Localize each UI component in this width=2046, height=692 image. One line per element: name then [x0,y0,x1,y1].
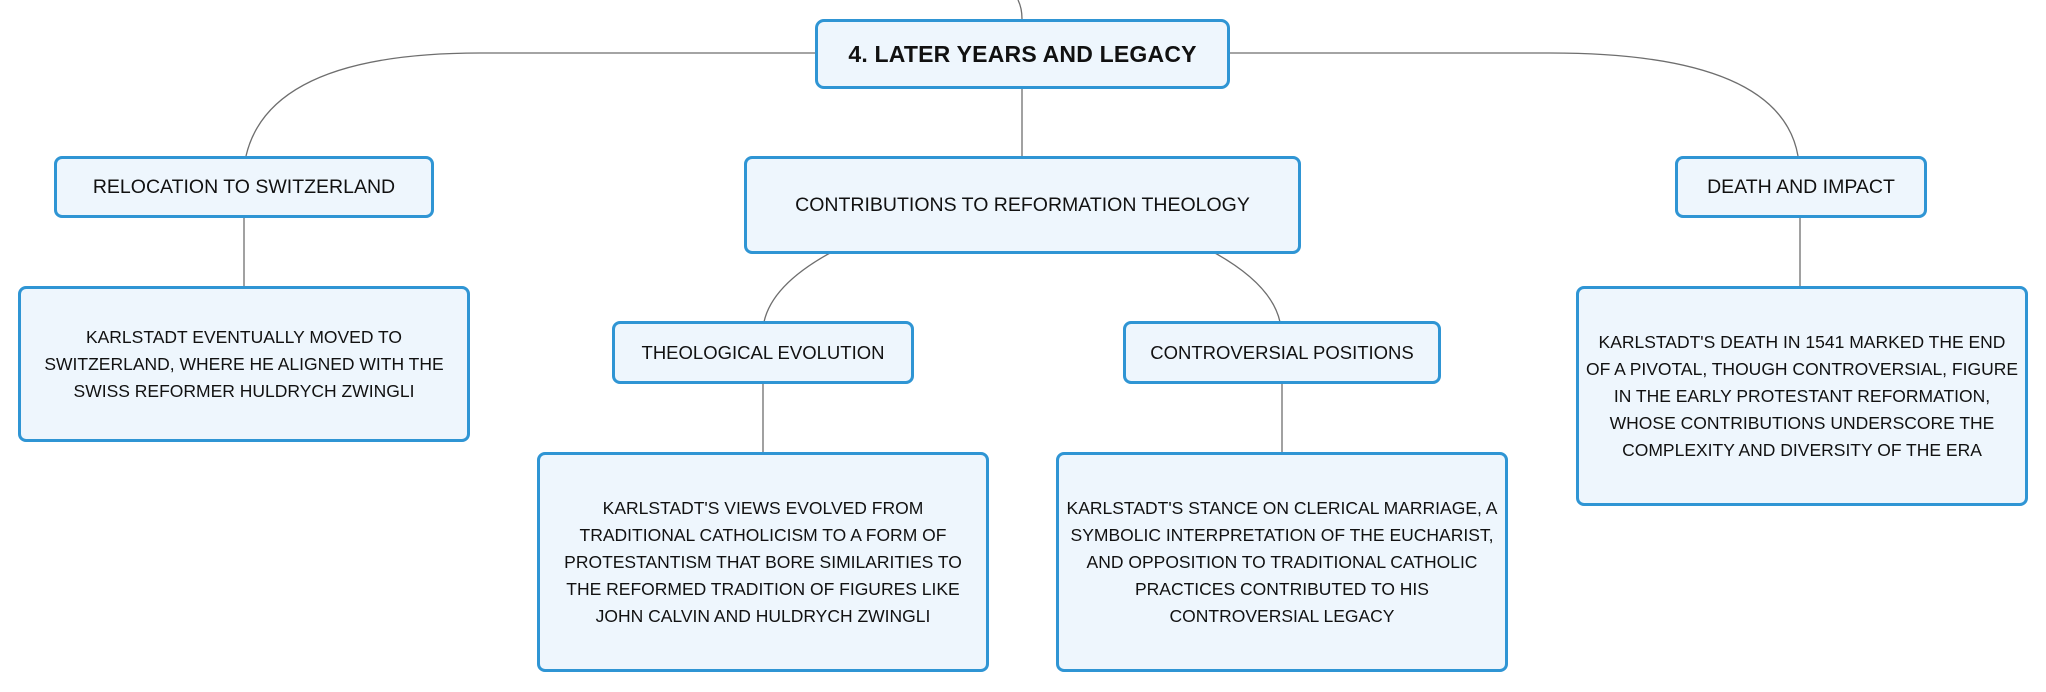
detail-node-death[interactable]: KARLSTADT'S DEATH IN 1541 MARKED THE END… [1576,286,2028,506]
topic-node-label: DEATH AND IMPACT [1707,175,1895,198]
detail-node-relocation[interactable]: KARLSTADT EVENTUALLY MOVED TO SWITZERLAN… [18,286,470,442]
topic-node-label: RELOCATION TO SWITZERLAND [92,175,396,198]
connector-root-to-relocation [245,52,817,157]
topic-node-label: CONTRIBUTIONS TO REFORMATION THEOLOGY [795,193,1250,216]
root-node-label: 4. LATER YEARS AND LEGACY [848,40,1197,67]
topic-node-relocation[interactable]: RELOCATION TO SWITZERLAND [54,156,434,218]
detail-node-text: KARLSTADT'S STANCE ON CLERICAL MARRIAGE,… [1066,497,1498,626]
topic-node-death[interactable]: DEATH AND IMPACT [1675,156,1927,218]
connector-contributions-to-controversial [1214,252,1281,323]
detail-node-text: KARLSTADT EVENTUALLY MOVED TO SWITZERLAN… [44,326,444,401]
detail-node-text: KARLSTADT'S DEATH IN 1541 MARKED THE END… [1585,331,2019,460]
detail-node-controversial[interactable]: KARLSTADT'S STANCE ON CLERICAL MARRIAGE,… [1056,452,1508,672]
connector-root-to-death [1229,52,1799,157]
detail-node-evolution[interactable]: KARLSTADT'S VIEWS EVOLVED FROM TRADITION… [537,452,989,672]
detail-node-text: KARLSTADT'S VIEWS EVOLVED FROM TRADITION… [564,497,962,626]
root-node[interactable]: 4. LATER YEARS AND LEGACY [815,19,1230,89]
subtopic-node-controversial[interactable]: CONTROVERSIAL POSITIONS [1123,321,1441,384]
connector-contributions-to-evolution [763,252,831,323]
subtopic-node-label: THEOLOGICAL EVOLUTION [641,341,885,363]
topic-node-contributions[interactable]: CONTRIBUTIONS TO REFORMATION THEOLOGY [744,156,1301,254]
subtopic-node-evolution[interactable]: THEOLOGICAL EVOLUTION [612,321,914,384]
subtopic-node-label: CONTROVERSIAL POSITIONS [1150,341,1414,363]
connector-parent-to-root [1017,0,1023,20]
